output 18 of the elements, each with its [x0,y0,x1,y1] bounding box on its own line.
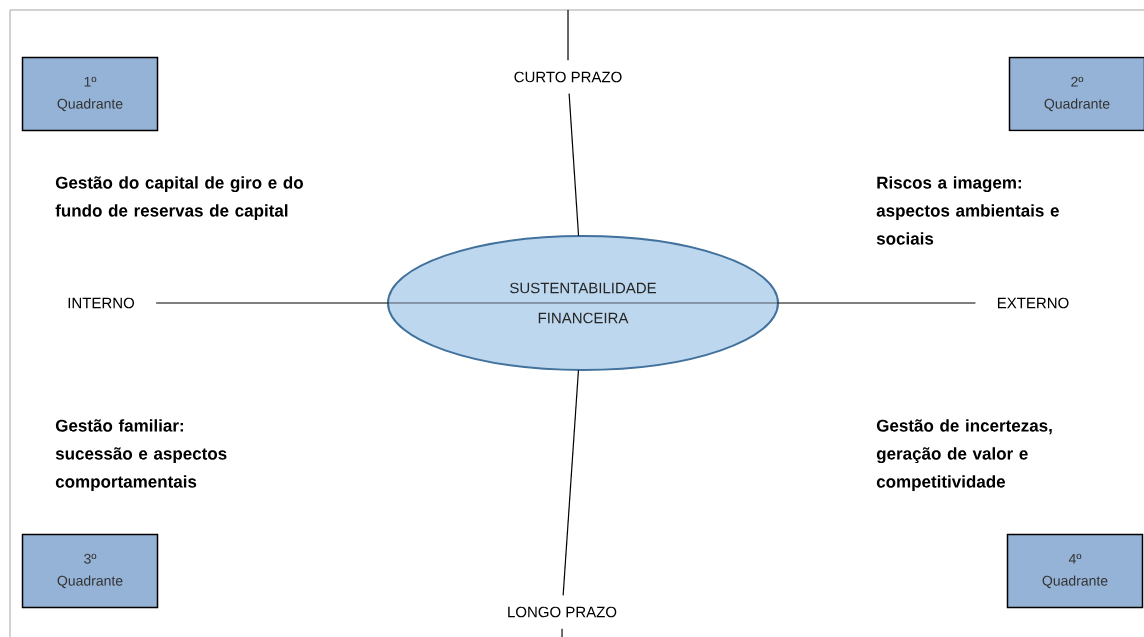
axis-line [561,628,563,637]
quadrant-box: 4º Quadrante [1006,533,1144,609]
axis-line [155,302,389,304]
axis-label: CURTO PRAZO [514,71,622,83]
axis-line [567,9,569,61]
axis-label: LONGO PRAZO [508,606,617,618]
quadrant-note: Riscos a imagem: aspectos ambientais e sociais [876,176,1059,245]
quadrant-box: 2º Quadrante [1008,56,1144,132]
axis-label: EXTERNO [997,297,1069,309]
axis-label: INTERNO [68,297,135,309]
quadrant-note: Gestão de incertezas, geração de valor e competitividade [876,419,1052,492]
quadrant-box: 3º Quadrante [21,533,159,609]
quadrant-note: Gestão do capital de giro e do fundo de reservas de capital [55,176,303,221]
quadrant-box: 1º Quadrante [21,56,159,132]
axis-line [568,93,580,237]
axis-line [777,302,976,304]
axis-line [562,369,580,596]
quadrant-note: Gestão familiar: sucessão e aspectos comportamentais [55,419,227,492]
